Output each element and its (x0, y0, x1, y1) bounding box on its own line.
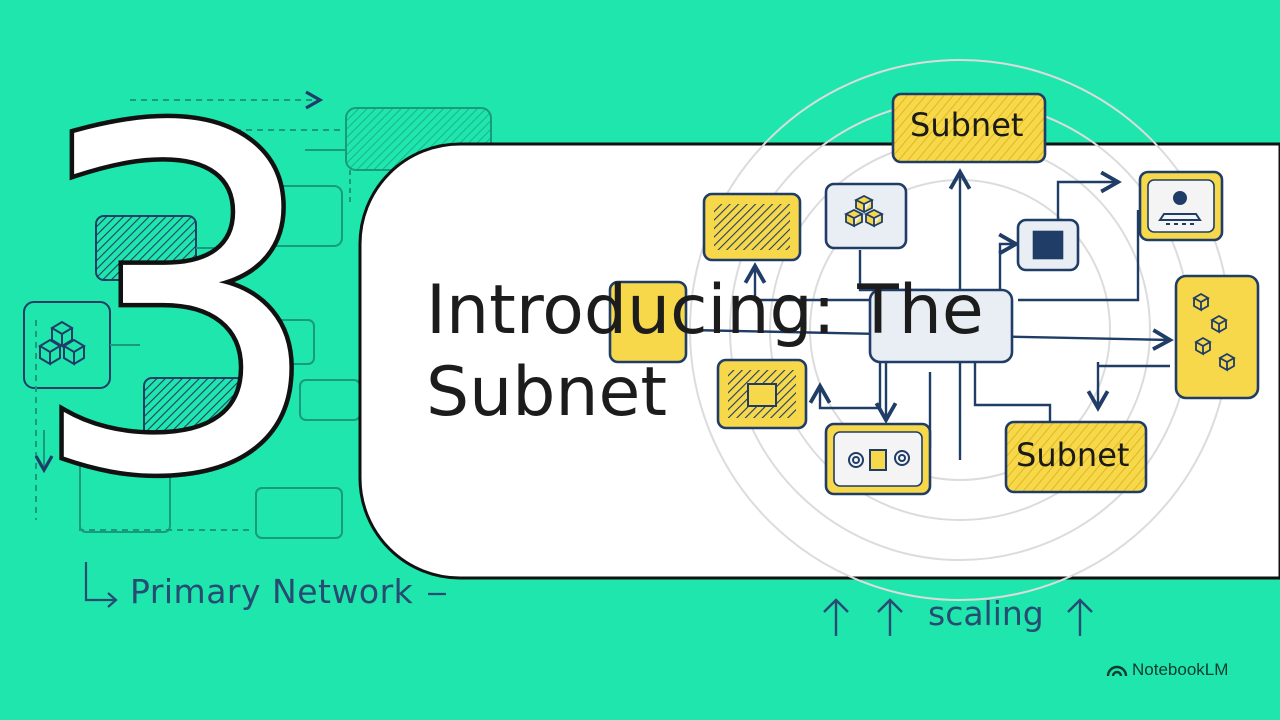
title-line-1: Introducing: The (426, 271, 984, 350)
cubes-icon (1192, 292, 1236, 372)
primary-network-arrow-icon (84, 562, 446, 608)
network-block (241, 185, 343, 247)
node-left-yellow (608, 280, 688, 364)
gears-icon (848, 449, 910, 471)
network-block (143, 377, 245, 439)
slide-title: Introducing: The Subnet (426, 270, 1066, 433)
caption-primary-network: Primary Network (130, 572, 414, 611)
subnet-label-box (891, 92, 1047, 164)
caption-scaling: scaling (928, 594, 1044, 633)
network-block (79, 461, 171, 533)
subnet-label-bottom: Subnet (1016, 436, 1130, 474)
network-block (255, 487, 343, 539)
brand-logo-icon (1106, 665, 1128, 677)
scaling-arrows-icon (823, 598, 1093, 636)
subnet-label-top: Subnet (910, 106, 1024, 144)
subnet-label-box (1004, 420, 1148, 494)
cubes-icon (38, 320, 86, 366)
node-center (868, 288, 1014, 364)
title-line-2: Subnet (426, 352, 668, 432)
brand-name: NotebookLM (1132, 660, 1229, 679)
network-block (253, 319, 315, 365)
cubes-icon (843, 194, 885, 228)
conveyor-icon (1158, 191, 1202, 225)
brand-watermark: NotebookLM (1106, 660, 1228, 680)
chapter-number: 3 (23, 31, 331, 578)
primary-network-sketch (23, 90, 492, 539)
node-cubes-yellow (1174, 274, 1260, 400)
